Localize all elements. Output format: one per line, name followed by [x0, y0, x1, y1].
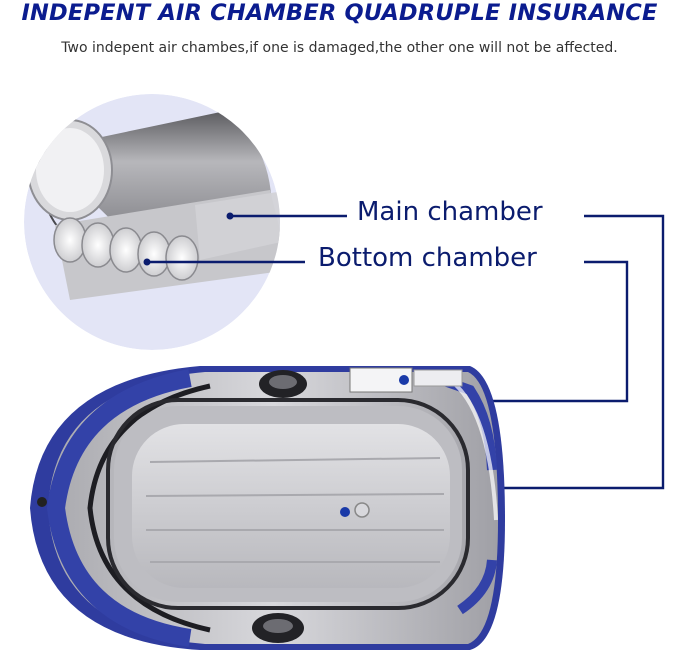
bottom-chamber-label: Bottom chamber: [318, 243, 537, 273]
main-chamber-label: Main chamber: [357, 197, 543, 227]
chamber-cross-section: [24, 94, 280, 350]
subheadline: Two indepent air chambes,if one is damag…: [61, 40, 618, 56]
boat-image: [30, 366, 505, 650]
headline: INDEPENT AIR CHAMBER QUADRUPLE INSURANCE: [21, 0, 658, 26]
